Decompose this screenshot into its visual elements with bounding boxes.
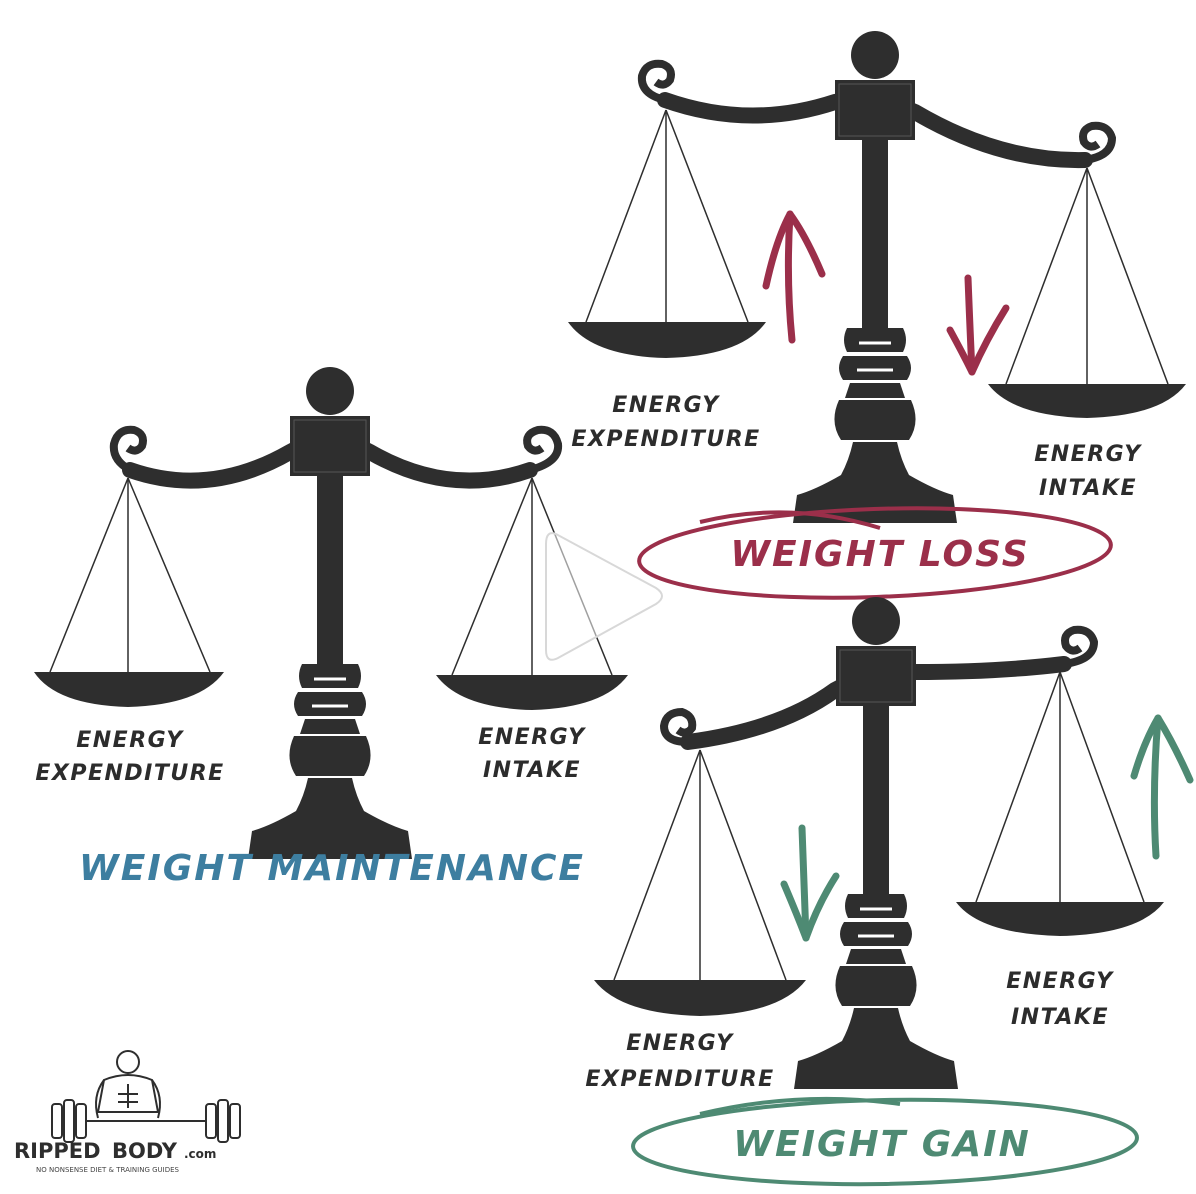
- maintenance-scale: ENERGY EXPENDITURE ENERGY INTAKE WEIGHT …: [34, 367, 628, 889]
- ripped-body-logo: RIPPED BODY .com NO NONSENSE DIET & TRAI…: [14, 1051, 240, 1174]
- gain-right-label-1: ENERGY: [1006, 969, 1114, 994]
- gain-left-label-2: EXPENDITURE: [585, 1067, 774, 1092]
- logo-brand-suffix: .com: [184, 1147, 216, 1161]
- loss-scale: ENERGY EXPENDITURE ENERGY INTAKE WEIGHT …: [568, 31, 1186, 605]
- up-arrow-icon: [766, 214, 822, 340]
- loss-right-pan: [988, 168, 1186, 418]
- loss-right-label-1: ENERGY: [1034, 442, 1142, 467]
- loss-left-label-1: ENERGY: [612, 393, 720, 418]
- maintenance-title: WEIGHT MAINTENANCE: [79, 848, 585, 889]
- loss-left-pan: [568, 110, 766, 358]
- maintenance-left-label-2: EXPENDITURE: [35, 761, 224, 786]
- loss-title: WEIGHT LOSS: [730, 534, 1029, 575]
- maintenance-right-label-1: ENERGY: [478, 725, 586, 750]
- gain-scale: ENERGY EXPENDITURE ENERGY INTAKE WEIGHT …: [585, 597, 1190, 1188]
- down-arrow-icon: [950, 278, 1006, 372]
- gain-title: WEIGHT GAIN: [733, 1124, 1030, 1165]
- barbell-icon: [52, 1100, 240, 1142]
- maintenance-left-pan: [34, 478, 224, 707]
- maintenance-left-label-1: ENERGY: [76, 728, 184, 753]
- logo-brand-body: BODY: [112, 1139, 178, 1163]
- bodybuilder-icon: [96, 1051, 160, 1118]
- down-arrow-icon: [784, 828, 836, 938]
- gain-left-label-1: ENERGY: [626, 1031, 734, 1056]
- loss-left-label-2: EXPENDITURE: [571, 427, 760, 452]
- gain-right-pan: [956, 672, 1164, 936]
- loss-right-label-2: INTAKE: [1039, 476, 1137, 501]
- gain-left-pan: [594, 750, 806, 1016]
- gain-right-label-2: INTAKE: [1011, 1005, 1109, 1030]
- logo-brand-ripped: RIPPED: [14, 1139, 101, 1163]
- up-arrow-icon: [1134, 718, 1190, 856]
- logo-tagline: NO NONSENSE DIET & TRAINING GUIDES: [36, 1166, 180, 1174]
- maintenance-right-label-2: INTAKE: [483, 758, 581, 783]
